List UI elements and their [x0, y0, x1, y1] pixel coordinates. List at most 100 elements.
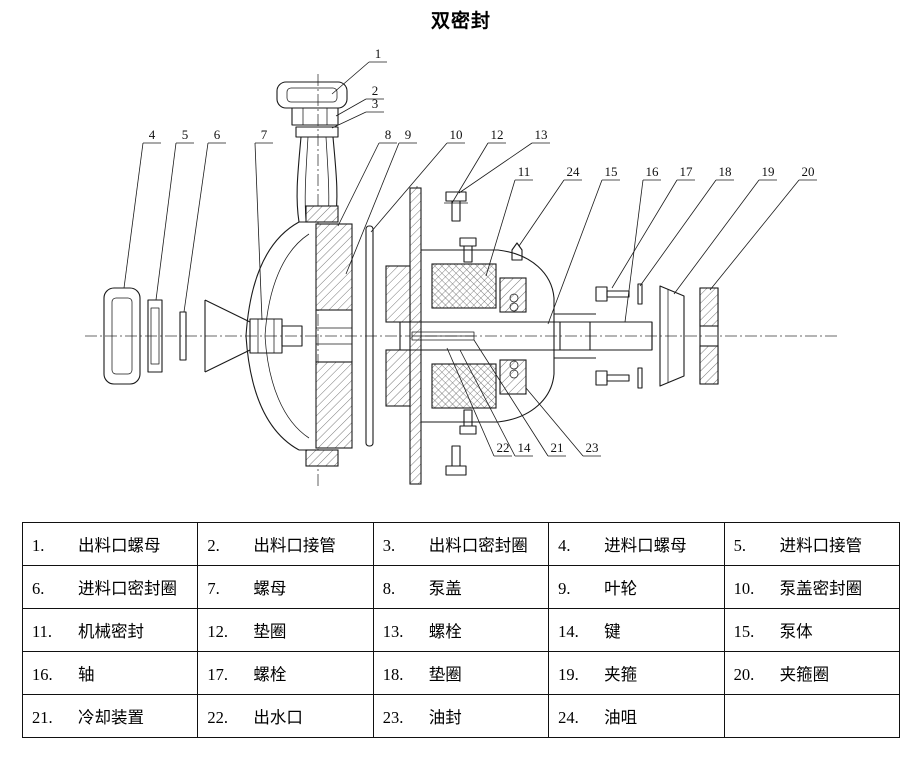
right-bolts	[595, 283, 643, 389]
callout-20: 20	[709, 164, 817, 291]
callout-number: 14	[518, 440, 532, 455]
callout-number: 8	[385, 127, 392, 142]
callout-14: 14	[459, 349, 533, 457]
callout-2: 2	[335, 83, 384, 117]
pump-cover-gasket	[365, 225, 374, 447]
part-number: 8.	[382, 579, 396, 598]
callout-number: 10	[450, 127, 463, 142]
part-name: 轴	[78, 665, 95, 684]
callout-3: 3	[331, 96, 384, 129]
part-name: 出料口接管	[253, 536, 336, 555]
part-name: 键	[604, 622, 621, 641]
part-cell: 20.夹箍圈	[723, 651, 901, 695]
callout-19: 19	[673, 164, 777, 295]
part-cell: 17.螺栓	[197, 651, 374, 695]
part-number: 16.	[32, 665, 53, 684]
part-number: 5.	[733, 536, 746, 555]
part-name: 机械密封	[78, 622, 144, 641]
part-number: 7.	[207, 579, 220, 598]
part-name: 叶轮	[604, 579, 638, 598]
callout-number: 9	[405, 127, 412, 142]
callout-number: 5	[182, 127, 189, 142]
clamp-assembly	[659, 285, 719, 387]
part-name: 垫圈	[253, 622, 287, 641]
part-cell: 14. 键	[548, 608, 725, 652]
part-cell: 16. 轴	[21, 651, 199, 695]
callout-17: 17	[611, 164, 695, 289]
part-cell: 10. 泵盖密封圈	[723, 565, 901, 609]
inlet-assembly	[103, 287, 303, 385]
table-row: 6. 进料口密封圈 7.螺母 8. 泵盖 9.叶轮 10. 泵盖密封圈	[21, 565, 901, 609]
part-name: 泵体	[779, 622, 813, 641]
part-name: 出料口密封圈	[428, 536, 528, 555]
callout-number: 20	[802, 164, 815, 179]
part-cell: 1. 出料口螺母	[21, 522, 199, 566]
pump-body	[385, 249, 596, 423]
part-cell: 9.叶轮	[548, 565, 725, 609]
top-bolts	[444, 191, 477, 476]
part-name: 出水口	[253, 708, 303, 727]
callout-7: 7	[254, 127, 273, 321]
callout-number: 7	[261, 127, 268, 142]
part-name	[772, 706, 780, 725]
part-number: 19.	[558, 665, 579, 684]
part-name: 垫圈	[428, 665, 462, 684]
part-number: 12.	[207, 622, 229, 641]
callout-18: 18	[639, 164, 734, 287]
callout-13: 13	[458, 127, 550, 194]
callout-21: 21	[473, 339, 566, 457]
part-name: 出料口螺母	[78, 536, 161, 555]
part-cell: 4.进料口螺母	[548, 522, 725, 566]
part-number: 14.	[558, 622, 579, 641]
part-cell: 13.螺栓	[372, 608, 550, 652]
callout-number: 23	[586, 440, 599, 455]
callout-number: 4	[149, 127, 156, 142]
part-number: 21.	[32, 708, 53, 727]
part-name: 进料口密封圈	[78, 579, 177, 598]
callout-6: 6	[183, 127, 226, 313]
callouts: 1 2 3 4 5 6 7	[123, 46, 817, 457]
part-name: 油咀	[604, 708, 638, 727]
callout-1: 1	[331, 46, 387, 95]
callout-24: 24	[518, 164, 582, 247]
callout-8: 8	[337, 127, 397, 227]
part-number: 22.	[207, 708, 229, 727]
part-number: 1.	[32, 536, 45, 555]
callout-number: 21	[551, 440, 564, 455]
callout-number: 19	[762, 164, 775, 179]
callout-22: 22	[446, 347, 512, 457]
callout-number: 6	[214, 127, 221, 142]
callout-number: 11	[518, 164, 531, 179]
shaft-assembly	[399, 321, 653, 351]
part-cell: 12. 垫圈	[197, 608, 374, 652]
part-number: 10.	[733, 579, 755, 598]
callout-16: 16	[624, 164, 661, 323]
page-title: 双密封	[430, 11, 491, 32]
part-cell	[723, 694, 901, 738]
part-number: 23.	[382, 708, 404, 727]
part-name: 泵盖	[428, 579, 462, 598]
part-number: 15.	[733, 622, 755, 641]
callout-number: 15	[605, 164, 618, 179]
part-cell: 8. 泵盖	[372, 565, 550, 609]
part-cell: 22. 出水口	[197, 694, 374, 738]
callout-4: 4	[123, 127, 161, 289]
part-number: 2.	[207, 536, 220, 555]
oil-nipple	[511, 242, 523, 261]
callout-number: 22	[497, 440, 510, 455]
part-number: 13.	[382, 622, 404, 641]
callout-9: 9	[345, 127, 417, 275]
callout-23: 23	[525, 387, 601, 457]
part-number: 4.	[558, 536, 571, 555]
callout-5: 5	[155, 127, 194, 301]
part-number: 17.	[207, 665, 229, 684]
part-name: 泵盖密封圈	[779, 579, 863, 598]
mechanical-seal	[431, 263, 527, 409]
part-name: 夹箍圈	[779, 665, 830, 684]
part-number: 6.	[32, 579, 45, 598]
part-cell: 7.螺母	[197, 565, 374, 609]
outlet-assembly	[276, 81, 348, 223]
callout-number: 3	[372, 96, 379, 111]
callout-11: 11	[485, 164, 533, 277]
